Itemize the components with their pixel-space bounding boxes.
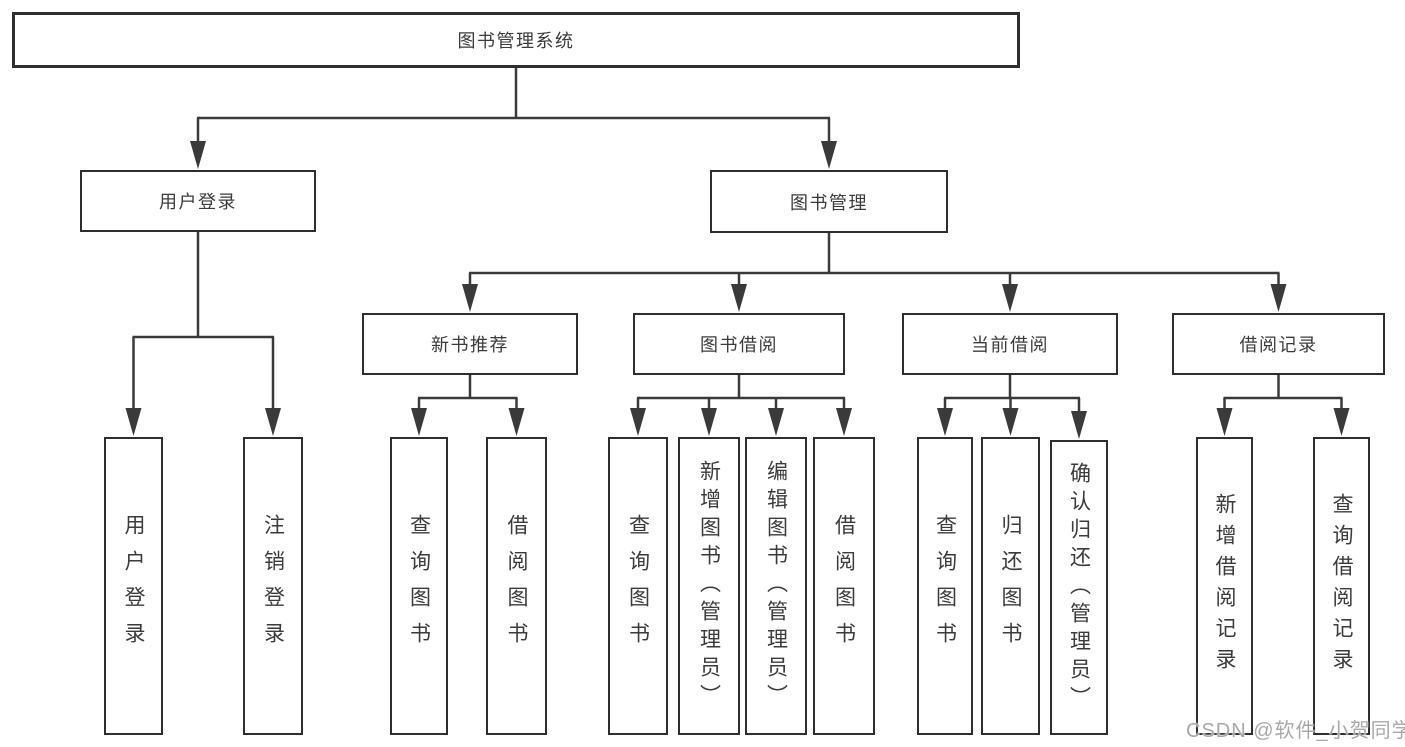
- node-v-add-book: 新增图书（管理员）: [678, 437, 740, 735]
- node-label-v-confirm-return: 确认归还（管理员）: [1067, 461, 1091, 714]
- node-label-v-logout: 注销登录: [261, 514, 285, 658]
- node-label-current-borrow: 当前借阅: [971, 335, 1049, 355]
- node-label-new-book: 新书推荐: [431, 335, 509, 355]
- node-v-logout: 注销登录: [243, 437, 303, 735]
- arrowhead: [125, 408, 142, 436]
- node-label-v-return-book: 归还图书: [999, 514, 1022, 658]
- node-label-v-user-login: 用户登录: [122, 514, 145, 658]
- watermark: CSDN @软件_小贺同学: [1186, 720, 1405, 742]
- node-label-v-edit-book: 编辑图书（管理员）: [764, 460, 788, 712]
- arrowhead: [1216, 408, 1233, 436]
- arrowhead: [1333, 408, 1350, 436]
- node-v-add-record: 新增借阅记录: [1196, 437, 1253, 735]
- arrowhead: [1071, 411, 1087, 439]
- node-label-v-query-book-2: 查询图书: [626, 514, 650, 658]
- node-v-query-record: 查询借阅记录: [1313, 437, 1370, 735]
- node-label-v-add-book: 新增图书（管理员）: [697, 460, 721, 712]
- node-v-user-login: 用户登录: [104, 437, 163, 735]
- node-book-mgmt: 图书管理: [710, 170, 948, 233]
- node-label-v-borrow-book-2: 借阅图书: [832, 514, 856, 658]
- node-root: 图书管理系统: [12, 12, 1020, 68]
- arrowhead: [768, 408, 784, 436]
- node-user-login: 用户登录: [80, 170, 316, 232]
- arrowhead: [265, 408, 281, 436]
- arrowhead: [1270, 284, 1287, 312]
- node-new-book: 新书推荐: [362, 313, 578, 375]
- node-v-edit-book: 编辑图书（管理员）: [745, 437, 807, 735]
- arrowhead: [937, 408, 953, 436]
- node-v-query-book-2: 查询图书: [608, 437, 668, 735]
- node-label-user-login: 用户登录: [159, 192, 237, 212]
- node-borrow-record: 借阅记录: [1172, 313, 1385, 375]
- arrowhead: [1002, 408, 1019, 436]
- node-label-root: 图书管理系统: [457, 31, 575, 51]
- node-book-borrow: 图书借阅: [633, 313, 845, 375]
- node-v-query-book-1: 查询图书: [390, 437, 448, 735]
- node-v-borrow-book-1: 借阅图书: [486, 437, 547, 735]
- node-label-book-mgmt: 图书管理: [790, 192, 868, 213]
- arrowhead: [836, 408, 852, 436]
- arrowhead: [1002, 284, 1018, 312]
- arrowhead: [630, 408, 646, 436]
- arrowhead: [190, 141, 206, 169]
- node-label-v-query-book-3: 查询图书: [933, 514, 957, 658]
- node-v-return-book: 归还图书: [981, 437, 1040, 735]
- arrowhead: [731, 284, 747, 312]
- node-v-borrow-book-2: 借阅图书: [813, 437, 875, 735]
- arrowhead: [462, 284, 478, 312]
- node-label-v-add-record: 新增借阅记录: [1213, 493, 1236, 679]
- arrowhead: [701, 408, 717, 436]
- node-current-borrow: 当前借阅: [902, 313, 1118, 375]
- arrowhead: [821, 141, 837, 169]
- arrowhead: [508, 408, 525, 436]
- node-v-confirm-return: 确认归还（管理员）: [1050, 440, 1108, 735]
- node-label-borrow-record: 借阅记录: [1239, 335, 1318, 355]
- node-v-query-book-3: 查询图书: [917, 437, 973, 735]
- node-label-v-query-book-1: 查询图书: [407, 514, 431, 658]
- arrowhead: [411, 408, 427, 436]
- node-label-v-borrow-book-1: 借阅图书: [505, 514, 528, 658]
- node-label-book-borrow: 图书借阅: [700, 335, 778, 355]
- node-label-v-query-record: 查询借阅记录: [1330, 493, 1353, 679]
